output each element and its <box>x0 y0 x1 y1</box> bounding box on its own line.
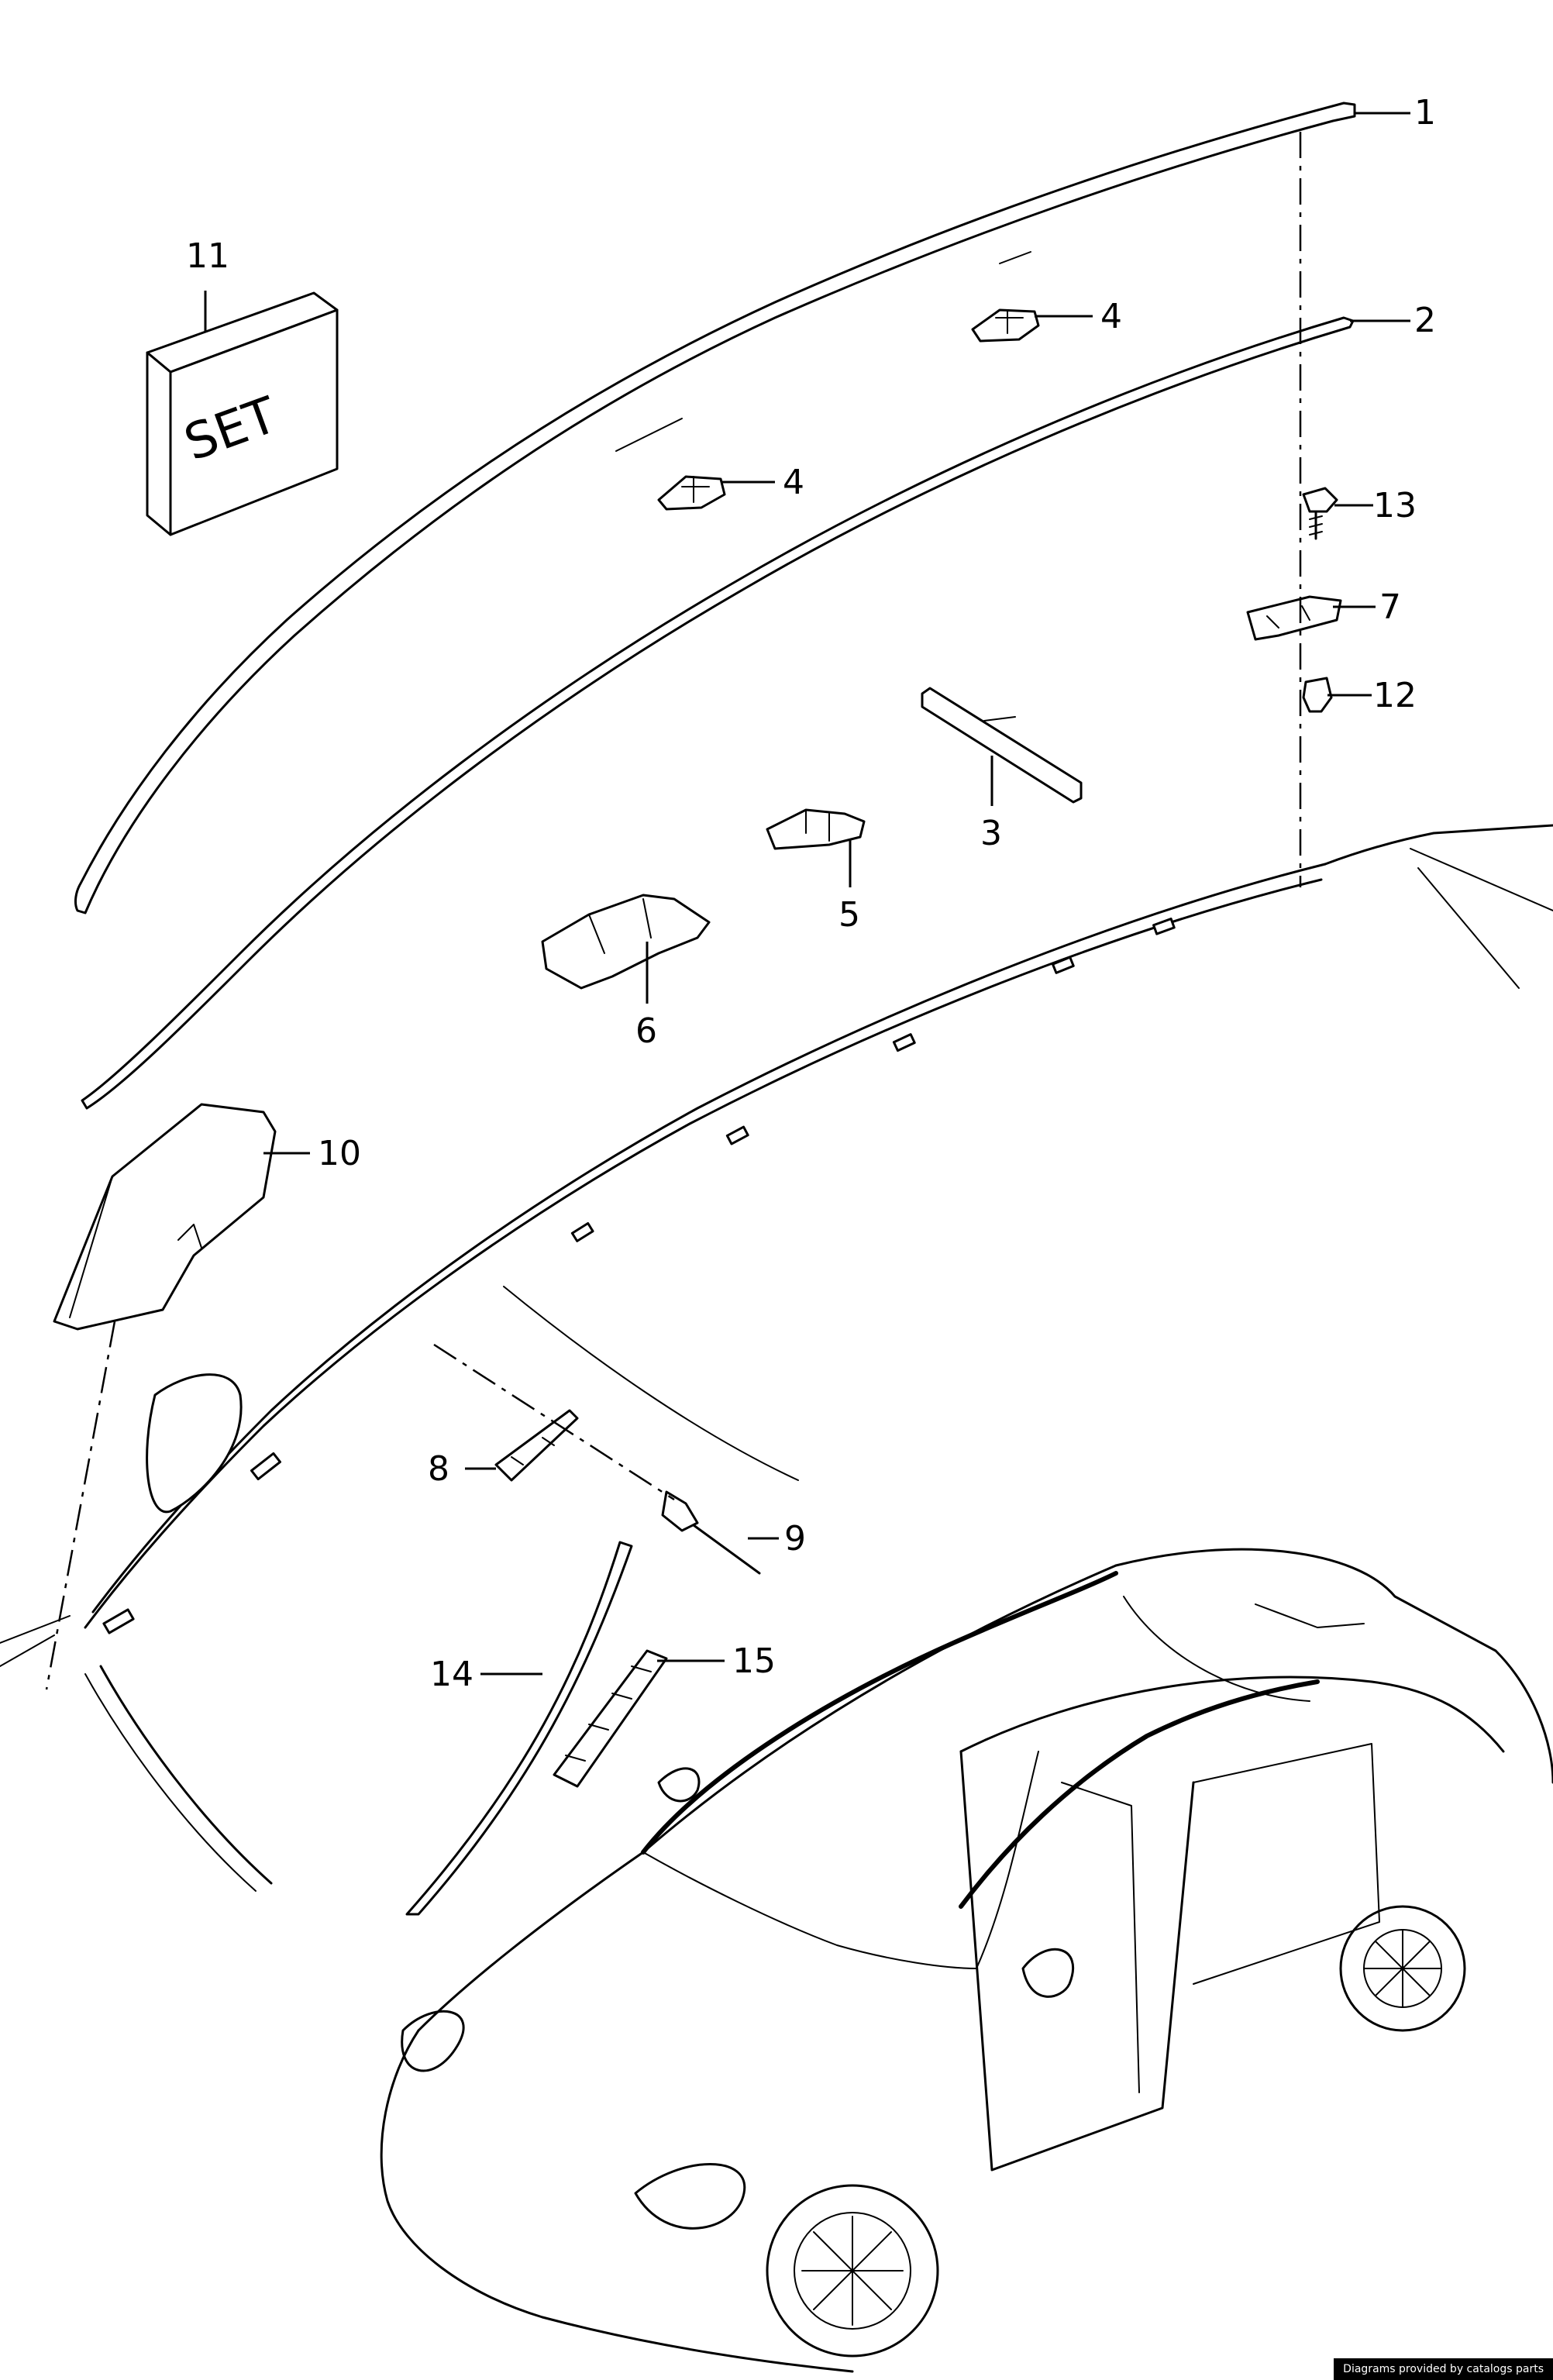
callout-8: 8 <box>428 1449 449 1489</box>
part-13-screw <box>1302 487 1338 540</box>
callout-9: 9 <box>784 1519 806 1559</box>
part-6-end-piece <box>541 894 711 990</box>
roof-edge-illustration <box>0 824 1553 1892</box>
callout-12: 12 <box>1373 676 1417 715</box>
part-7-mounting-bracket <box>1246 595 1342 641</box>
part-12-nut <box>1302 677 1333 713</box>
callout-4-upper: 4 <box>1100 297 1122 336</box>
callout-4-lower: 4 <box>783 463 804 502</box>
callout-7: 7 <box>1379 587 1401 627</box>
part-14-seal-strip <box>405 1541 633 1916</box>
credit-footer: Diagrams provided by catalogs parts <box>1334 2358 1553 2380</box>
callout-13: 13 <box>1373 486 1417 525</box>
callout-6: 6 <box>635 1011 657 1051</box>
part-9-rivet <box>661 1490 761 1575</box>
reference-lines <box>45 132 1302 1690</box>
callout-11: 11 <box>186 236 229 276</box>
part-15-retainer-strip <box>553 1649 668 1788</box>
callout-14: 14 <box>430 1655 473 1694</box>
part-1-roof-trim-strip <box>74 102 1356 914</box>
callout-15: 15 <box>732 1641 776 1681</box>
part-3-cover-strip <box>921 687 1083 804</box>
part-4-clip-lower <box>657 475 726 511</box>
callout-labels: 1 2 3 4 4 5 6 7 8 9 10 11 12 13 14 15 <box>186 93 1436 1694</box>
part-8-small-bracket <box>494 1409 579 1482</box>
part-11-set-box: SET <box>146 291 339 536</box>
part-2-roof-trim-strip <box>81 316 1355 1110</box>
callout-5: 5 <box>838 895 860 935</box>
part-4-clip-upper <box>971 308 1040 343</box>
part-10-corner-cover <box>53 1103 277 1331</box>
callout-10: 10 <box>318 1134 361 1173</box>
callout-2: 2 <box>1414 301 1436 340</box>
callout-1: 1 <box>1414 93 1436 133</box>
callout-3: 3 <box>980 814 1002 853</box>
callout-leaders <box>204 112 1410 1676</box>
part-5-bracket <box>766 808 866 850</box>
car-illustration <box>380 1548 1553 2373</box>
